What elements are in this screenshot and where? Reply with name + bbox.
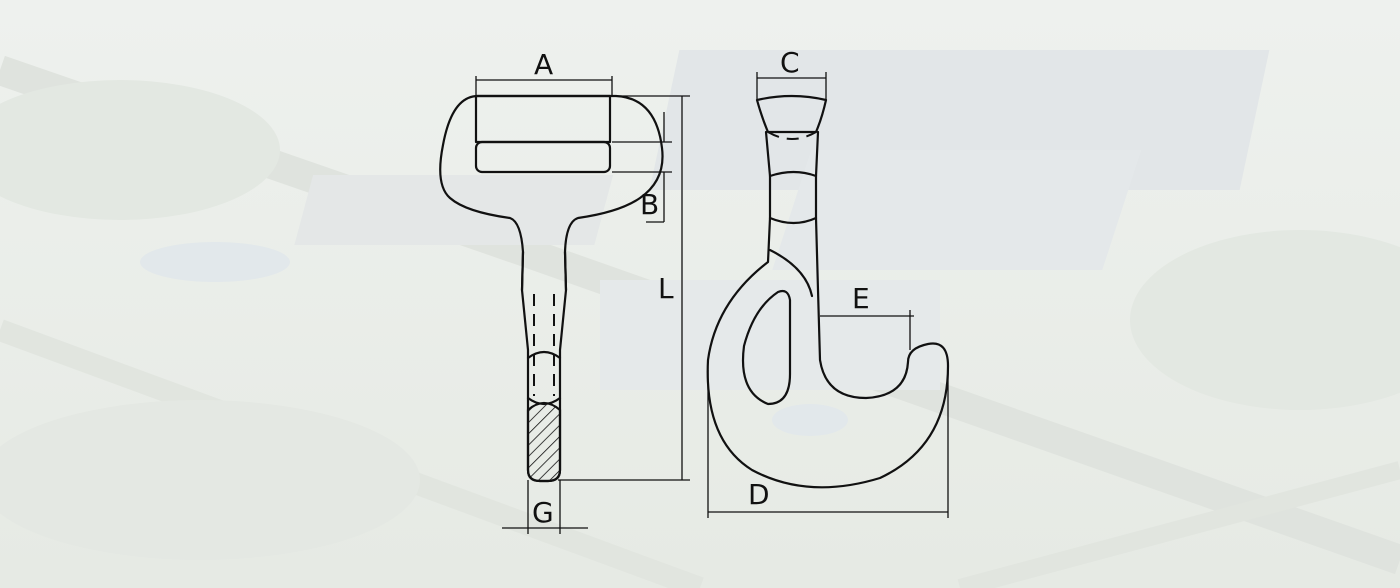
dimension-d: D xyxy=(707,370,949,518)
label-e: E xyxy=(852,282,870,315)
hook-eye xyxy=(742,289,792,406)
label-b: B xyxy=(640,188,659,221)
dimension-b: B xyxy=(612,112,672,223)
hook-cap xyxy=(755,94,828,134)
t-head-shank-drawing xyxy=(439,94,664,483)
slot-lower xyxy=(474,140,612,174)
label-d: D xyxy=(748,478,770,511)
label-a: A xyxy=(534,48,553,81)
label-l: L xyxy=(658,272,674,305)
dimension-g: G xyxy=(502,480,588,534)
hatched-section xyxy=(526,401,562,483)
dimension-c: C xyxy=(756,46,827,100)
dimension-l: L xyxy=(558,95,690,481)
label-c: C xyxy=(780,46,800,79)
dimension-a: A xyxy=(475,48,613,96)
label-g: G xyxy=(532,496,554,529)
dimension-e: E xyxy=(820,282,914,350)
